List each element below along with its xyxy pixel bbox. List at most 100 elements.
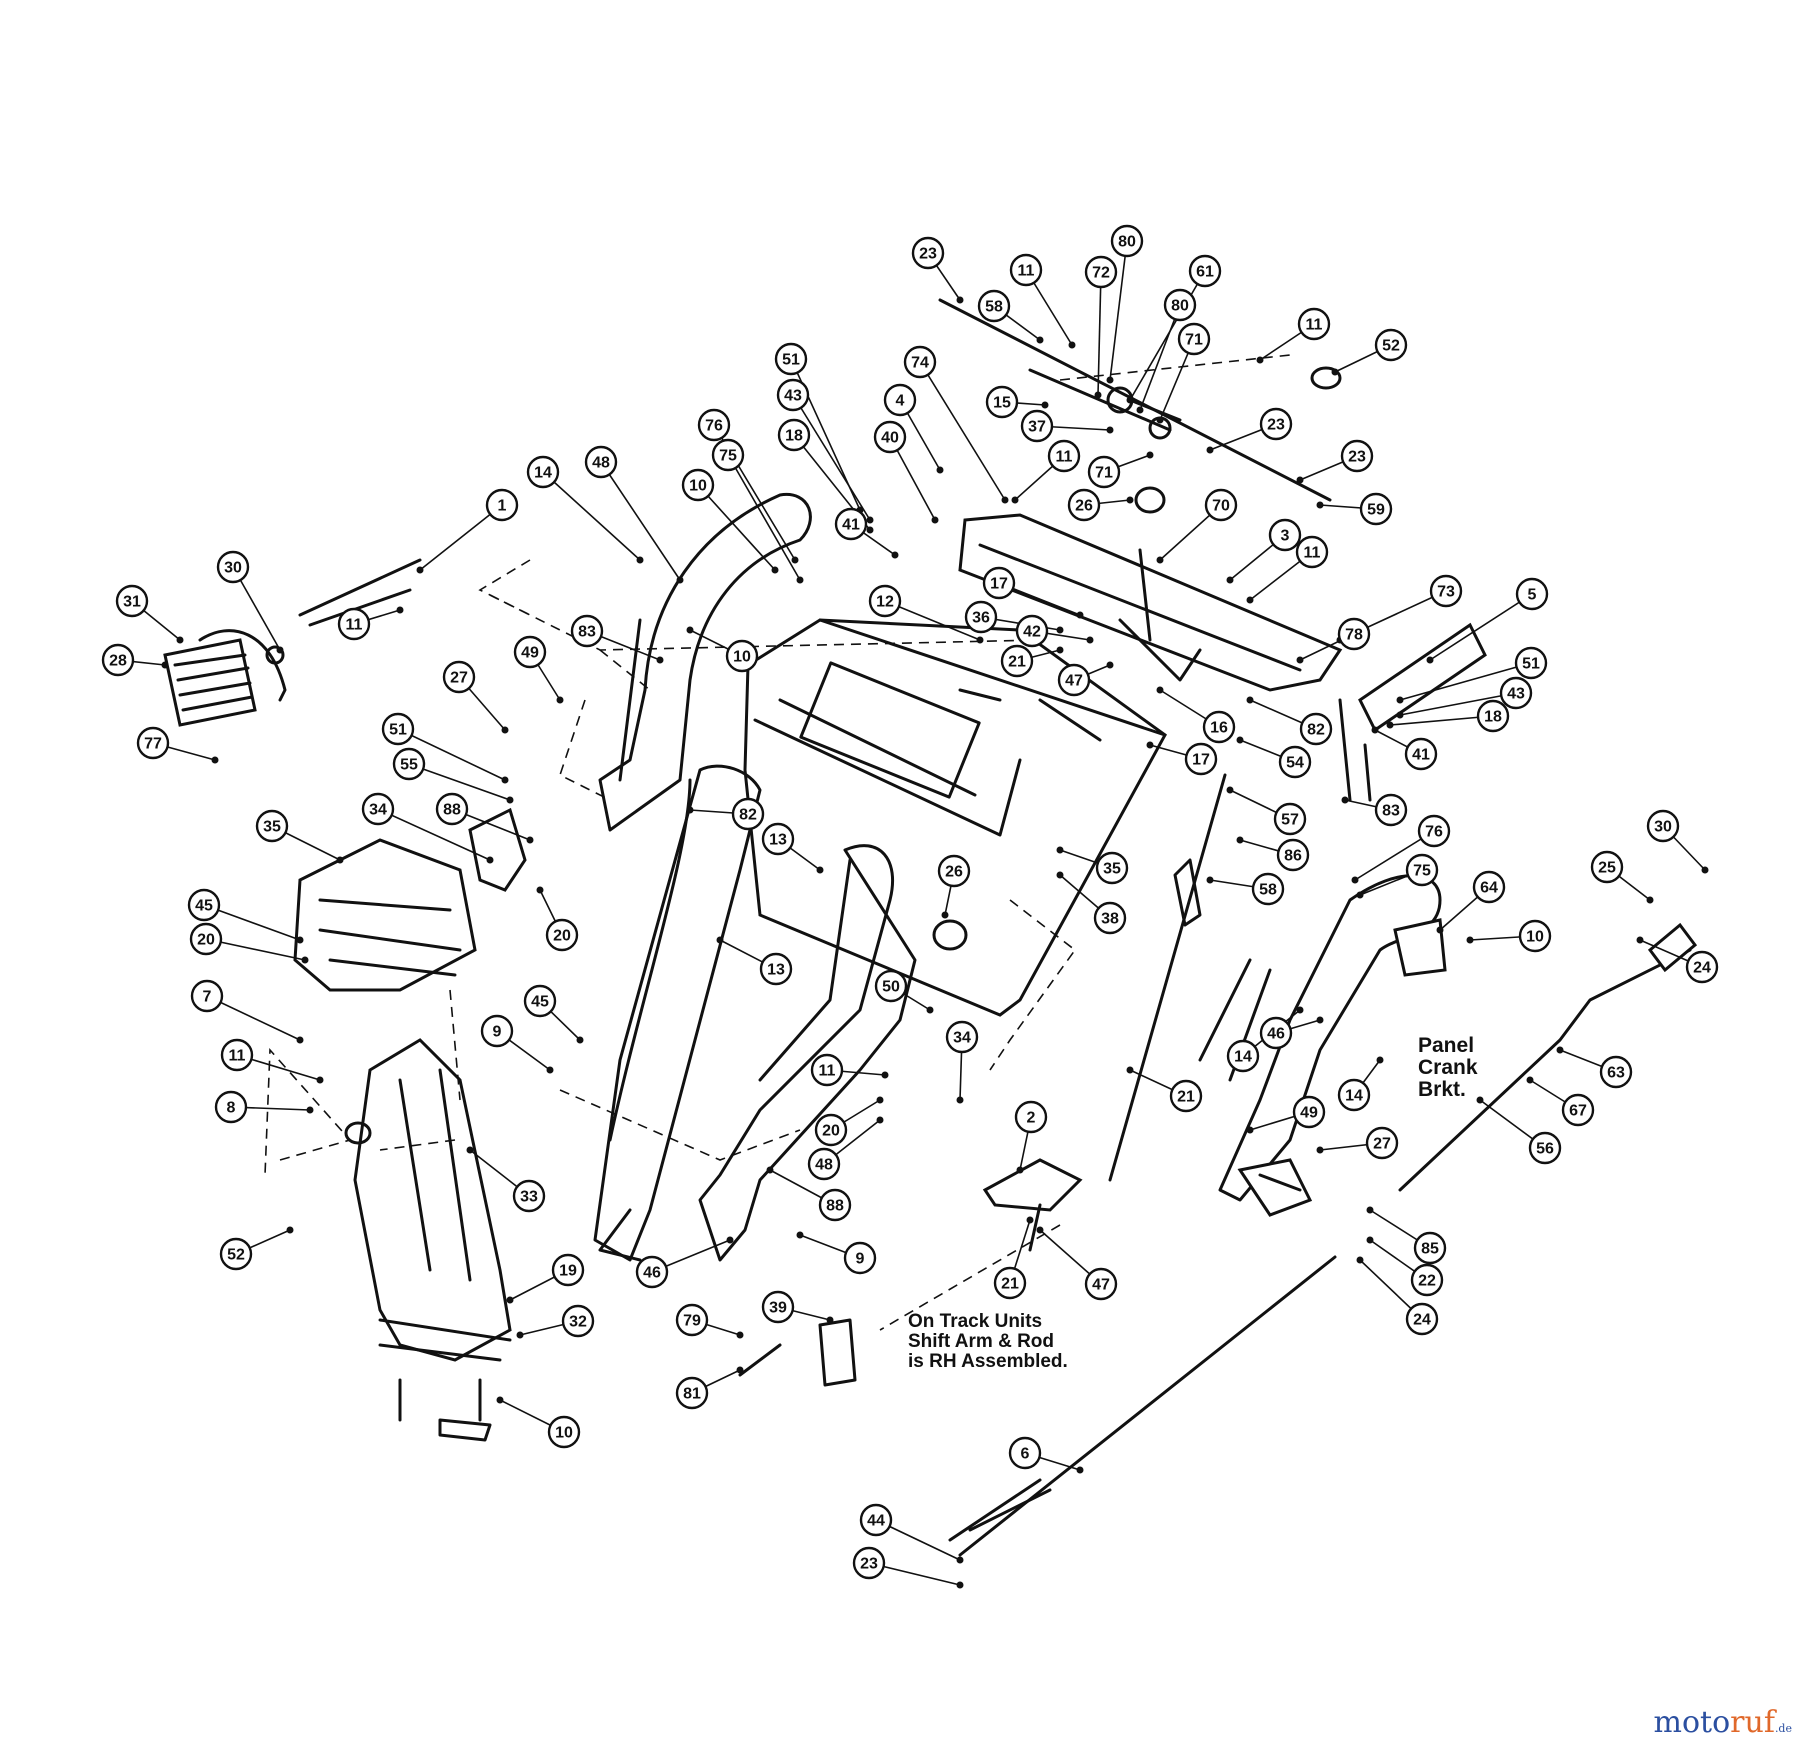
part-callout: 14 [526, 455, 560, 489]
callout-circle [1268, 518, 1302, 552]
callout-circle [190, 979, 224, 1013]
callout-number: 14 [1234, 1049, 1252, 1066]
callout-circle [1020, 409, 1054, 443]
callout-circle [115, 584, 149, 618]
leader-endpoint [926, 1006, 934, 1014]
callout-circle [216, 550, 250, 584]
part-callout: 52 [219, 1237, 253, 1271]
leader-endpoint [1226, 576, 1234, 584]
callout-circle [993, 1266, 1027, 1300]
callout-number: 16 [1210, 720, 1228, 737]
callout-number: 31 [123, 594, 141, 611]
leader-endpoint [1226, 786, 1234, 794]
panel-crank-note-line: Panel [1418, 1034, 1475, 1057]
leader-endpoint [636, 556, 644, 564]
leader-endpoint [866, 516, 874, 524]
leader-endpoint [1094, 391, 1102, 399]
callout-number: 24 [1693, 960, 1711, 977]
leader-line [542, 471, 641, 561]
leader-endpoint [546, 1066, 554, 1074]
part-callout: 88 [818, 1188, 852, 1222]
leader-endpoint [286, 1226, 294, 1234]
assembly-guide-lines [264, 559, 1077, 1331]
part-callout: 86 [1276, 838, 1310, 872]
leader-endpoint [501, 776, 509, 784]
callout-number: 43 [1507, 686, 1525, 703]
callout-circle [1299, 712, 1333, 746]
callout-number: 11 [819, 1063, 836, 1080]
callout-number: 18 [1484, 709, 1502, 726]
leader-line [1399, 662, 1532, 701]
leader-endpoint [1296, 476, 1304, 484]
part-callout: 35 [255, 809, 289, 843]
callout-number: 83 [578, 624, 596, 641]
leader-endpoint [1701, 866, 1709, 874]
callout-number: 17 [1192, 752, 1210, 769]
leader-endpoint [1646, 896, 1654, 904]
leader-endpoint [161, 661, 169, 669]
leader-endpoint [1426, 656, 1434, 664]
leader-endpoint [1156, 556, 1164, 564]
leader-endpoint [1056, 646, 1064, 654]
callout-number: 58 [985, 299, 1003, 316]
part-callout: 39 [761, 1290, 795, 1324]
part-callout: 76 [1417, 814, 1451, 848]
callout-number: 11 [346, 617, 363, 634]
callout-circle [635, 1255, 669, 1289]
part-callout: 27 [1365, 1126, 1399, 1160]
leader-line [1097, 271, 1102, 396]
part-callout: 11 [1297, 307, 1331, 341]
callout-circle [1093, 901, 1127, 935]
callout-circle [1276, 838, 1310, 872]
watermark-part-2: ruf [1730, 1705, 1775, 1740]
part-callout: 47 [1057, 663, 1091, 697]
callout-number: 82 [739, 807, 757, 824]
leader-endpoint [1206, 446, 1214, 454]
part-callout: 13 [761, 822, 795, 856]
callout-circle [584, 445, 618, 479]
brand-watermark[interactable]: motoruf.de [1654, 1705, 1792, 1740]
leader-endpoint [826, 1316, 834, 1324]
right-handle [698, 844, 917, 1262]
callout-circle [523, 984, 557, 1018]
callout-number: 50 [882, 979, 900, 996]
callout-number: 7 [203, 989, 212, 1006]
callout-circle [725, 639, 759, 673]
callout-circle [868, 584, 902, 618]
callout-circle [1169, 1079, 1203, 1113]
leader-endpoint [941, 911, 949, 919]
part-callout: 64 [1472, 870, 1506, 904]
part-callout: 48 [807, 1147, 841, 1181]
leader-line [205, 938, 306, 961]
leader-line [727, 454, 801, 581]
part-callout: 23 [1340, 439, 1374, 473]
callout-number: 28 [109, 653, 127, 670]
callout-circle [1405, 853, 1439, 887]
leader-endpoint [1076, 611, 1084, 619]
callout-circle [1646, 809, 1680, 843]
leader-endpoint [956, 1096, 964, 1104]
callout-number: 6 [1021, 1446, 1030, 1463]
callout-number: 76 [1425, 824, 1443, 841]
callout-circle [675, 1376, 709, 1410]
callout-circle [442, 660, 476, 694]
callout-circle [964, 600, 998, 634]
part-callout: 21 [1169, 1079, 1203, 1113]
callout-number: 86 [1284, 848, 1302, 865]
callout-circle [1337, 1078, 1371, 1112]
callout-number: 43 [784, 388, 802, 405]
part-callout: 56 [1528, 1131, 1562, 1165]
leader-endpoint [211, 756, 219, 764]
leader-endpoint [516, 1331, 524, 1339]
part-callout: 19 [551, 1253, 585, 1287]
callout-circle [1292, 1095, 1326, 1129]
part-callout: 49 [1292, 1095, 1326, 1129]
part-callout: 67 [1561, 1093, 1595, 1127]
left-handle-lower [593, 764, 762, 1262]
callout-circle [1067, 488, 1101, 522]
leader-endpoint [1376, 1056, 1384, 1064]
callout-number: 10 [555, 1425, 573, 1442]
callout-circle [1599, 1055, 1633, 1089]
leader-endpoint [1036, 336, 1044, 344]
